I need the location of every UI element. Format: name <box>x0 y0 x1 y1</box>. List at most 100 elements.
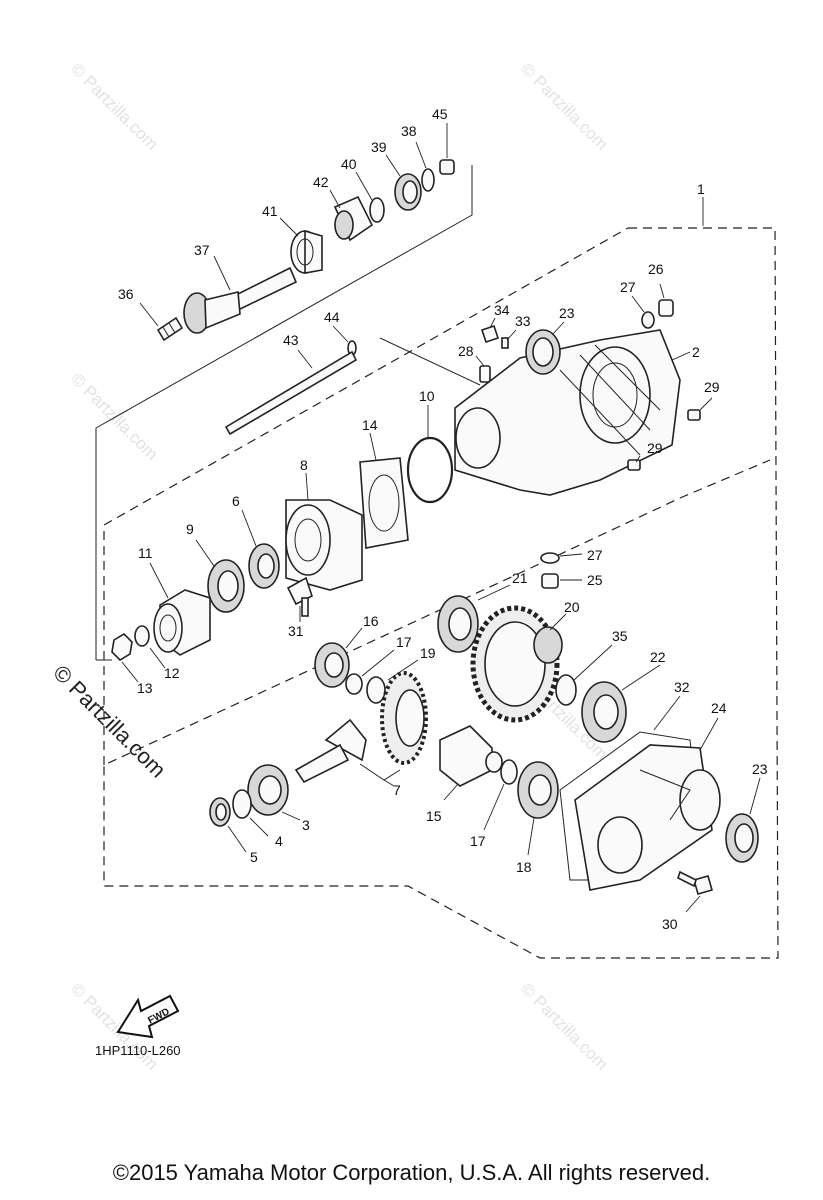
part-23-oil-seal-upper <box>525 321 565 375</box>
callout-14: 14 <box>362 417 378 433</box>
callout-7: 7 <box>393 782 401 798</box>
callout-42: 42 <box>313 174 329 190</box>
callout-45: 45 <box>432 106 448 122</box>
callout-37: 37 <box>194 242 210 258</box>
part-41-bearing-race <box>279 217 323 274</box>
callout-27-lower: 27 <box>587 547 603 563</box>
part-27-gasket-upper <box>631 295 655 329</box>
part-30-bolt <box>677 870 713 913</box>
callout-35: 35 <box>612 628 628 644</box>
callout-10: 10 <box>419 388 435 404</box>
callout-26: 26 <box>648 261 664 277</box>
callout-1: 1 <box>697 181 705 197</box>
part-11-coupling <box>149 562 211 656</box>
part-4-washer <box>232 789 269 837</box>
part-25-plug <box>541 573 582 589</box>
watermark-text: © Partzilla.com <box>517 979 611 1073</box>
callout-11: 11 <box>138 545 153 561</box>
callout-34: 34 <box>494 302 510 318</box>
callout-13: 13 <box>137 680 153 696</box>
part-19-shim <box>366 659 419 704</box>
callout-43: 43 <box>283 332 299 348</box>
part-23-oil-seal-lower <box>725 777 761 863</box>
part-33-pin <box>501 329 517 349</box>
part-21-bearing <box>437 584 511 653</box>
part-10-o-ring <box>406 405 454 504</box>
part-44-clip <box>332 325 357 356</box>
shaft-group-bracket <box>95 165 473 661</box>
part-13-nut <box>111 632 139 683</box>
part-3-bearing <box>247 764 301 821</box>
callout-16: 16 <box>363 613 379 629</box>
diagram-code: 1HP1110-L260 <box>95 1043 181 1058</box>
watermark-text: © Partzilla.com <box>67 59 161 153</box>
callout-18: 18 <box>516 859 532 875</box>
callout-40: 40 <box>341 156 357 172</box>
callout-31: 31 <box>288 623 304 639</box>
part-29-dowel-lower <box>627 455 641 471</box>
part-6-bearing <box>241 509 280 589</box>
part-37-pinion-shaft <box>183 255 298 334</box>
callout-19: 19 <box>420 645 436 661</box>
part-8-bearing-housing <box>285 472 363 591</box>
part-15-pinion-gear <box>439 725 503 801</box>
callout-9: 9 <box>186 521 194 537</box>
part-17-shim-lower <box>483 759 518 831</box>
copyright-notice: ©2015 Yamaha Motor Corporation, U.S.A. A… <box>112 1160 711 1185</box>
callout-20: 20 <box>564 599 580 615</box>
part-2-main-case <box>454 329 691 496</box>
fwd-arrow-icon: FWD <box>116 994 180 1039</box>
callout-15: 15 <box>426 808 442 824</box>
callout-33: 33 <box>515 313 531 329</box>
part-28-breather <box>475 355 491 383</box>
callout-30: 30 <box>662 916 678 932</box>
callout-8: 8 <box>300 457 308 473</box>
callout-23-lower: 23 <box>752 761 768 777</box>
callout-29-upper: 29 <box>704 379 720 395</box>
callout-25: 25 <box>587 572 603 588</box>
callout-2: 2 <box>692 344 700 360</box>
callout-6: 6 <box>232 493 240 509</box>
watermark-text: © Partzilla.com <box>517 59 611 153</box>
part-26-drain-plug <box>658 283 674 317</box>
part-5-oil-seal <box>209 797 247 853</box>
callout-21: 21 <box>512 570 528 586</box>
callout-41: 41 <box>262 203 278 219</box>
callout-12: 12 <box>164 665 180 681</box>
part-24-cover <box>574 717 721 891</box>
part-42-collar <box>329 189 374 242</box>
callout-29-lower: 29 <box>647 440 663 456</box>
callout-17-lower: 17 <box>470 833 486 849</box>
callout-24: 24 <box>711 700 727 716</box>
rod-group-bracket <box>379 337 481 386</box>
part-9-bearing <box>195 539 245 613</box>
part-43-rod <box>224 349 358 436</box>
callout-4: 4 <box>275 833 283 849</box>
callout-39: 39 <box>371 139 387 155</box>
callout-32: 32 <box>674 679 690 695</box>
part-7-bevel-gear-set <box>294 671 428 787</box>
part-29-dowel-upper <box>687 397 713 421</box>
part-22-bearing <box>581 664 661 743</box>
part-39-needle-bearing <box>385 154 422 211</box>
callout-5: 5 <box>250 849 258 865</box>
part-31-bolt <box>286 576 313 622</box>
part-14-gasket <box>359 432 409 549</box>
part-27-gasket-lower <box>540 552 583 564</box>
callout-36: 36 <box>118 286 134 302</box>
callout-17-upper: 17 <box>396 634 412 650</box>
callout-numbers: 1 2 3 4 5 6 7 8 9 10 11 12 13 14 15 16 1… <box>118 106 768 932</box>
part-17-shim-upper <box>345 649 395 695</box>
callout-22: 22 <box>650 649 666 665</box>
part-38-circlip <box>415 141 435 192</box>
part-34-bolt <box>480 317 500 344</box>
part-18-bearing <box>517 761 559 856</box>
part-36-spring <box>139 302 184 342</box>
part-35-shim <box>555 644 613 706</box>
callout-27-upper: 27 <box>620 279 636 295</box>
part-20-idler-gear <box>470 605 567 723</box>
callout-38: 38 <box>401 123 417 139</box>
watermark-text: © Partzilla.com <box>67 369 161 463</box>
callout-44: 44 <box>324 309 340 325</box>
